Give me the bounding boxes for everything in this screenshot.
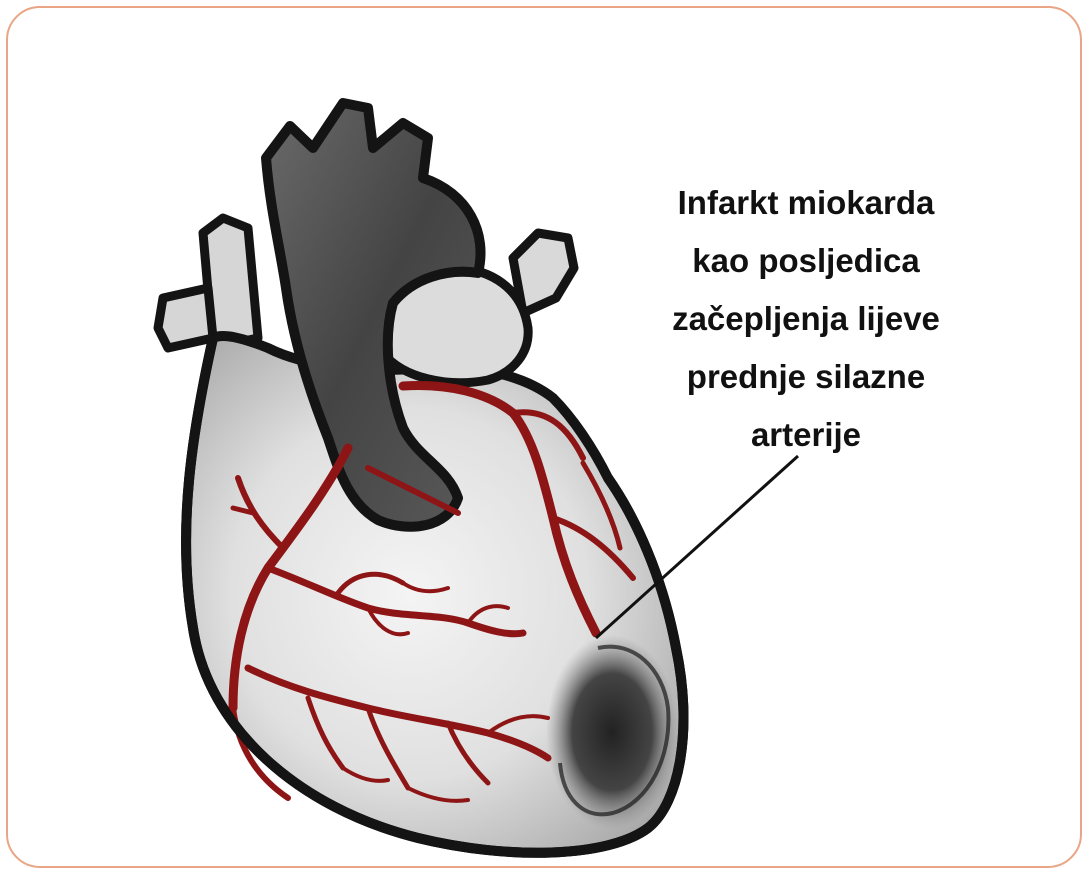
figure-frame: Infarkt miokarda kao posljedica začeplje… xyxy=(6,6,1082,868)
caption-line: arterije xyxy=(626,406,986,464)
caption-line: začepljenja lijeve xyxy=(626,290,986,348)
pulmonary-vein-left xyxy=(158,288,213,348)
caption-line: Infarkt miokarda xyxy=(626,174,986,232)
caption-line: kao posljedica xyxy=(626,232,986,290)
caption: Infarkt miokarda kao posljedica začeplje… xyxy=(626,174,986,464)
caption-line: prednje silazne xyxy=(626,348,986,406)
